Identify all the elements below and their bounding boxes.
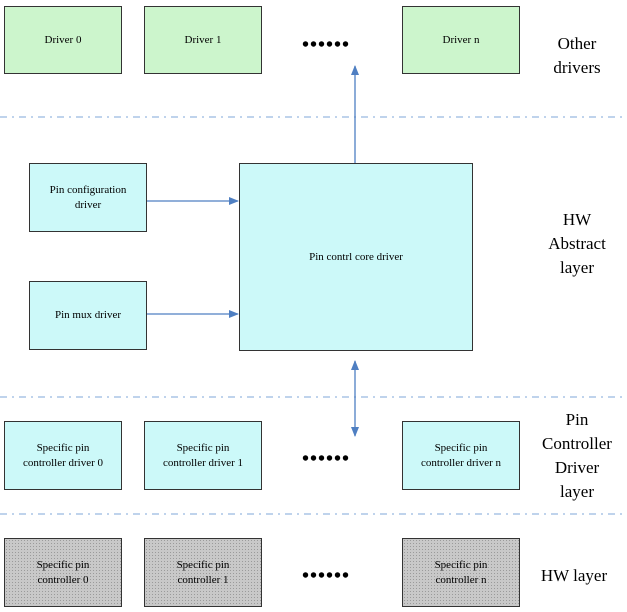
pin-mux-driver-label: Pin mux driver <box>55 309 121 322</box>
specific-pin-controller-driver-1-box: Specific pin controller driver 1 <box>144 421 262 490</box>
pin-configuration-driver-label: Pin configuration driver <box>49 183 127 211</box>
specific-pin-controller-0-label: Specific pin controller 0 <box>36 558 90 586</box>
specific-pin-controller-1-label: Specific pin controller 1 <box>176 558 230 586</box>
layer-label-pin-controller-driver: Pin Controller Driver layer <box>542 410 612 501</box>
driver-1-box: Driver 1 <box>144 6 262 74</box>
specific-pin-controller-n-label: Specific pin controller n <box>434 558 488 586</box>
ellipsis-drivers: •••••• <box>302 34 351 56</box>
ellipsis-controller-drivers: •••••• <box>302 448 351 470</box>
specific-pin-controller-driver-n-box: Specific pin controller driver n <box>402 421 520 490</box>
specific-pin-controller-n-box: Specific pin controller n <box>402 538 520 607</box>
pin-control-core-driver-box: Pin contrl core driver <box>239 163 473 351</box>
pin-configuration-driver-box: Pin configuration driver <box>29 163 147 232</box>
pin-control-core-driver-label: Pin contrl core driver <box>309 250 403 263</box>
specific-pin-controller-0-box: Specific pin controller 0 <box>4 538 122 607</box>
layer-label-other-drivers: Other drivers <box>553 34 601 77</box>
specific-pin-controller-1-box: Specific pin controller 1 <box>144 538 262 607</box>
ellipsis-hw: •••••• <box>302 565 351 587</box>
specific-pin-controller-driver-n-label: Specific pin controller driver n <box>420 441 502 469</box>
layer-label-hw-abstract: HW Abstract layer <box>548 210 606 277</box>
driver-n-label: Driver n <box>442 33 480 46</box>
specific-pin-controller-driver-0-label: Specific pin controller driver 0 <box>22 441 104 469</box>
specific-pin-controller-driver-0-box: Specific pin controller driver 0 <box>4 421 122 490</box>
driver-0-box: Driver 0 <box>4 6 122 74</box>
driver-n-box: Driver n <box>402 6 520 74</box>
pin-mux-driver-box: Pin mux driver <box>29 281 147 350</box>
driver-1-label: Driver 1 <box>184 33 222 46</box>
specific-pin-controller-driver-1-label: Specific pin controller driver 1 <box>162 441 244 469</box>
driver-0-label: Driver 0 <box>44 33 82 46</box>
layer-label-hw: HW layer <box>540 566 608 585</box>
